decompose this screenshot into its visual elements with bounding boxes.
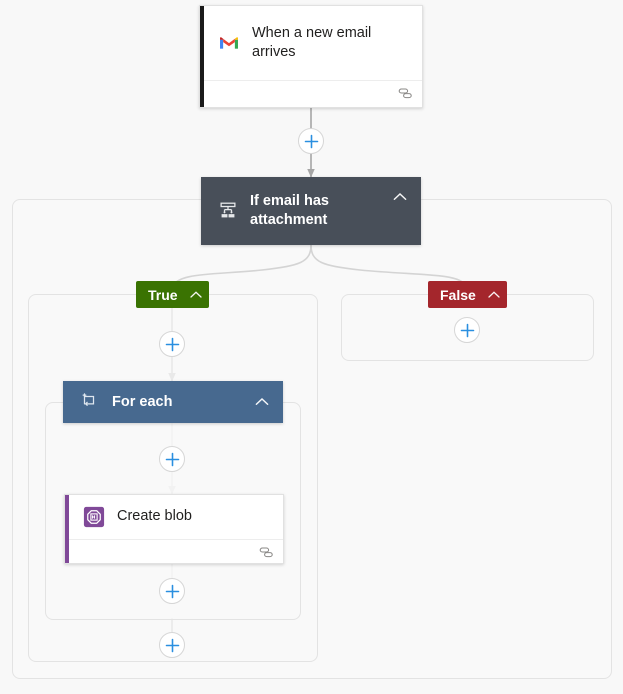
add-step-after-create-blob-button[interactable] — [159, 578, 185, 604]
branch-badge-false[interactable]: False — [428, 281, 507, 308]
trigger-card-when-a-new-email-arrives[interactable]: When a new email arrives — [199, 5, 423, 108]
condition-node-if-email-has-attachment[interactable]: If email has attachment — [201, 177, 421, 245]
action-card-create-blob[interactable]: Create blob — [64, 494, 284, 564]
branch-badge-true-label: True — [148, 286, 178, 303]
trigger-card-body: When a new email arrives — [200, 6, 422, 80]
plus-icon — [165, 337, 179, 351]
comment-icon[interactable] — [397, 86, 413, 102]
foreach-node-for-each[interactable]: For each — [63, 381, 283, 423]
comment-icon[interactable] — [258, 545, 274, 561]
trigger-card-footer — [200, 80, 422, 107]
trigger-accent-bar — [200, 6, 204, 107]
plus-icon — [165, 584, 179, 598]
condition-node-title: If email has attachment — [250, 193, 329, 228]
branch-badge-false-label: False — [440, 286, 476, 303]
gmail-icon — [218, 32, 240, 54]
plus-icon — [460, 323, 474, 337]
loop-icon — [79, 391, 101, 413]
foreach-node-title: For each — [112, 393, 173, 410]
create-blob-card-footer — [65, 539, 283, 566]
trigger-card-title: When a new email arrives — [252, 24, 372, 60]
create-blob-card-body: Create blob — [65, 495, 283, 539]
chevron-up-icon[interactable] — [188, 287, 204, 303]
add-step-after-trigger-button[interactable] — [298, 128, 324, 154]
condition-icon — [217, 200, 239, 222]
add-step-false-branch-button[interactable] — [454, 317, 480, 343]
branch-badge-true[interactable]: True — [136, 281, 209, 308]
plus-icon — [304, 134, 318, 148]
plus-icon — [165, 638, 179, 652]
add-step-after-foreach-button[interactable] — [159, 632, 185, 658]
add-step-true-branch-button[interactable] — [159, 331, 185, 357]
chevron-up-icon[interactable] — [486, 287, 502, 303]
add-step-in-foreach-button[interactable] — [159, 446, 185, 472]
chevron-up-icon[interactable] — [253, 393, 271, 411]
create-blob-accent-bar — [65, 495, 69, 563]
create-blob-card-title: Create blob — [117, 508, 192, 525]
chevron-up-icon[interactable] — [391, 188, 409, 206]
azure-blob-storage-icon — [83, 506, 105, 528]
plus-icon — [165, 452, 179, 466]
